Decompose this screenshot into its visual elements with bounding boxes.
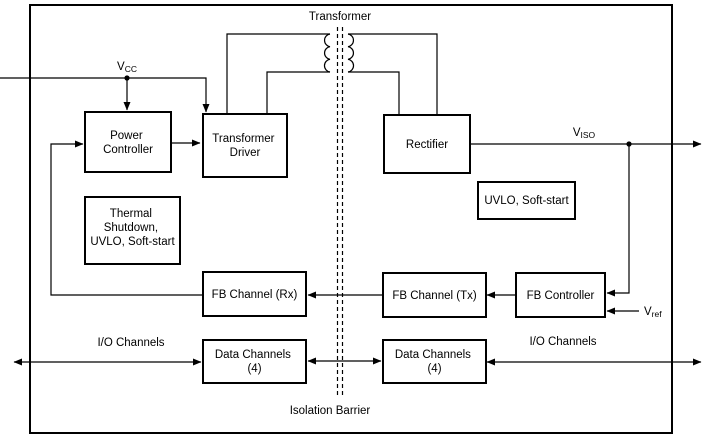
block-fb-controller-label: FB Controller [527,290,595,302]
block-thermal-shutdown-label: Thermal Shutdown, UVLO, Soft-start [90,208,175,248]
block-fb-controller [515,272,606,318]
block-rectifier-label: Rectifier [406,139,448,151]
block-fb-channel-tx-label: FB Channel (Tx) [392,290,477,302]
viso-label: VISO [573,127,596,140]
block-rectifier [383,114,471,174]
block-data-channels-right [382,339,487,384]
block-uvlo-soft-start [477,181,576,220]
transformer-winding-right [347,33,355,73]
io-channels-right-label: I/O Channels [529,336,596,348]
block-power-controller-label: Power Controller [103,130,153,156]
block-power-controller [84,111,172,173]
block-fb-channel-rx [202,271,307,317]
outer-boundary [29,4,673,434]
wire-primary-bottom [266,71,330,113]
vcc-label: VCC [117,61,137,74]
block-thermal-shutdown [84,196,181,265]
block-transformer-driver-label: Transformer Driver [212,133,277,159]
wire-fb-to-power-controller [50,140,203,296]
vref-label: Vref [644,306,662,319]
vcc-junction-dot [124,75,130,81]
transformer-label: Transformer [309,11,371,23]
wire-secondary-top [348,33,438,114]
block-uvlo-soft-start-label: UVLO, Soft-start [484,195,569,207]
block-fb-channel-tx [382,272,487,318]
wire-viso-to-fb-controller [606,144,630,297]
wire-vcc-rail [0,77,210,113]
block-transformer-driver [202,113,288,178]
wire-primary-top [226,33,330,113]
block-data-channels-left-label: Data Channels (4) [215,349,294,375]
io-channels-left-label: I/O Channels [97,337,164,349]
block-data-channels-right-label: Data Channels (4) [395,349,474,375]
block-data-channels-left [202,339,307,384]
transformer-winding-left [323,33,331,73]
isolation-barrier-label: Isolation Barrier [290,405,371,417]
block-fb-channel-rx-label: FB Channel (Rx) [212,289,298,301]
wire-secondary-bottom [348,71,400,114]
